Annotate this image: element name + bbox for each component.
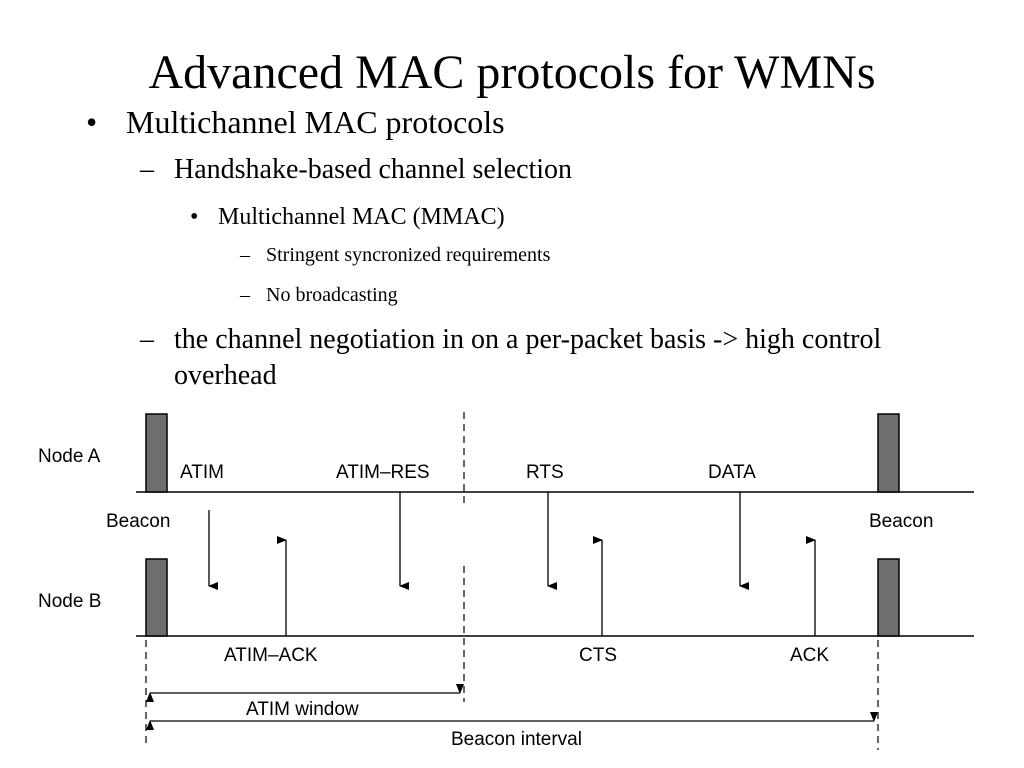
bullet-mark: • bbox=[190, 204, 199, 230]
bullet-mark: – bbox=[240, 244, 250, 266]
bullet-text: Handshake-based channel selection bbox=[174, 154, 573, 185]
bullet-mark: – bbox=[140, 324, 154, 355]
bullet-text: the channel negotiation in on a per-pack… bbox=[174, 324, 882, 391]
atim-label: ATIM bbox=[180, 462, 224, 483]
ack-label: ACK bbox=[790, 645, 829, 666]
bullet-text: No broadcasting bbox=[266, 284, 398, 306]
bullet-text: Multichannel MAC protocols bbox=[126, 104, 505, 140]
atim-ack-label: ATIM–ACK bbox=[224, 645, 318, 666]
beacon-block-b-right bbox=[877, 558, 900, 637]
cts-label: CTS bbox=[579, 645, 617, 666]
node-b-label: Node B bbox=[38, 591, 101, 612]
bullet-mark: – bbox=[240, 284, 250, 306]
slide-title: Advanced MAC protocols for WMNs bbox=[148, 46, 876, 99]
atim-window-label: ATIM window bbox=[246, 699, 359, 720]
node-a-label: Node A bbox=[38, 446, 101, 467]
beacon-block-b-left bbox=[145, 558, 168, 637]
beacon-block-a-right bbox=[877, 413, 900, 493]
atim-res-label: ATIM–RES bbox=[336, 462, 430, 483]
bullet-mark: • bbox=[86, 104, 98, 140]
bullet-text: Multichannel MAC (MMAC) bbox=[218, 204, 505, 230]
bullet-mark: – bbox=[140, 154, 154, 185]
rts-label: RTS bbox=[526, 462, 564, 483]
beacon-interval-label: Beacon interval bbox=[451, 729, 582, 750]
beacon-block-a-left bbox=[145, 413, 168, 493]
bullet-text: Stringent syncronized requirements bbox=[266, 244, 551, 266]
beacon-label-left: Beacon bbox=[106, 511, 170, 532]
mmac-timing-diagram: Node A Node B Beacon Beacon ATIM ATIM–RE… bbox=[38, 412, 974, 750]
beacon-label-right: Beacon bbox=[869, 511, 933, 532]
data-label: DATA bbox=[708, 462, 756, 483]
